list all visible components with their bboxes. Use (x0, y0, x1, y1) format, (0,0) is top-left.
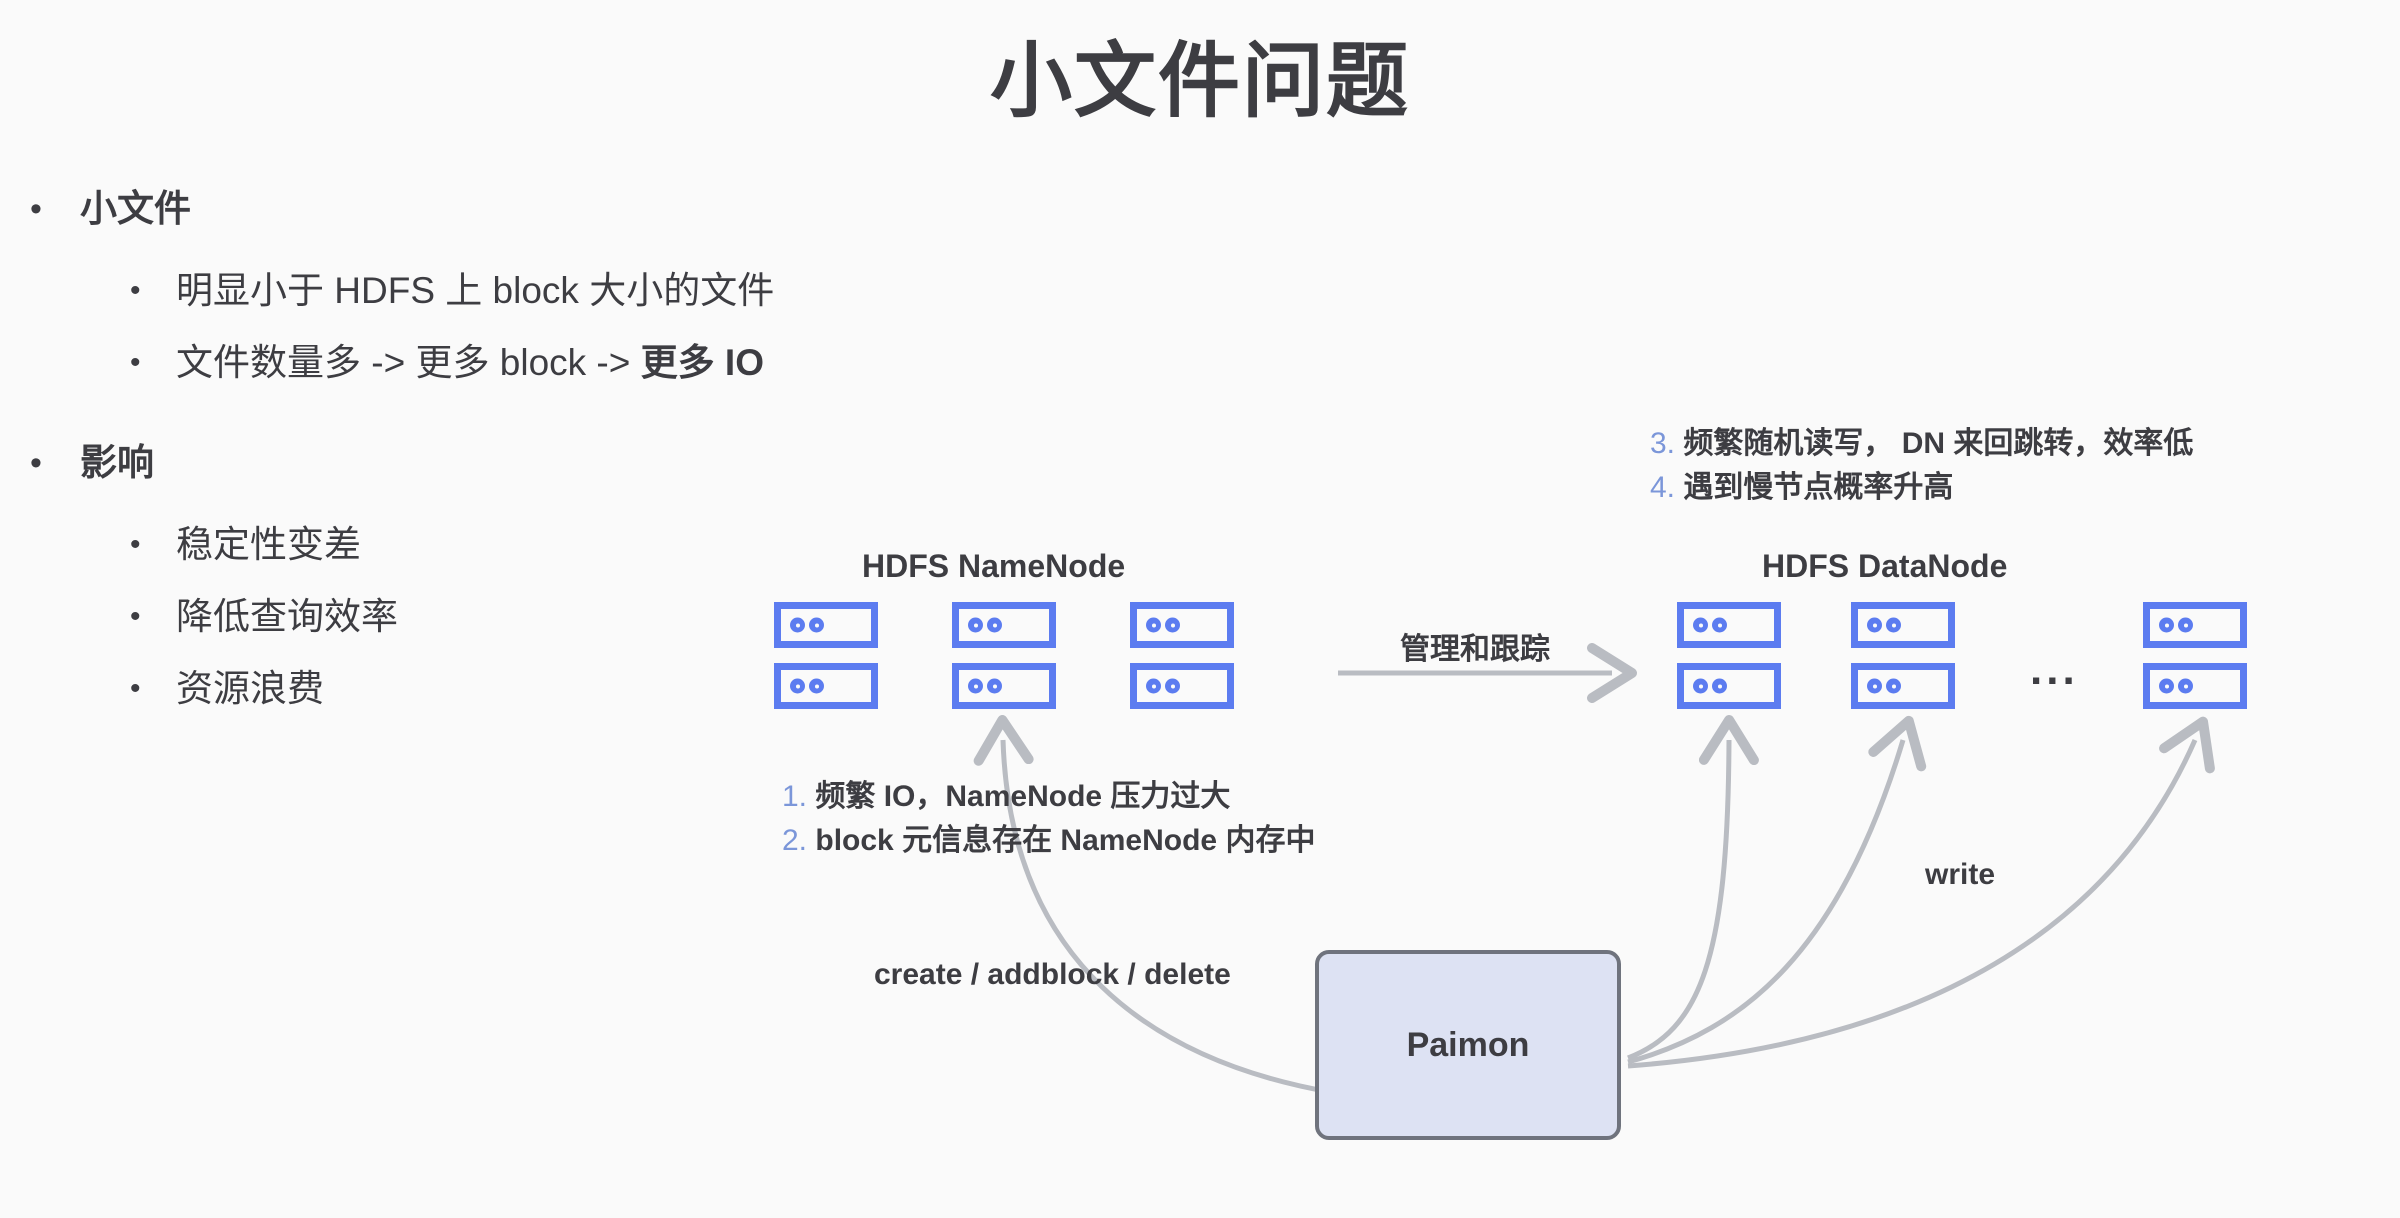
server-led-icon (987, 617, 1002, 633)
write-label: write (1925, 858, 1996, 891)
namenode-server-icon (774, 663, 878, 709)
server-led-icon (1712, 617, 1727, 633)
note-item: 2. block 元信息存在 NameNode 内存中 (782, 819, 1315, 863)
server-led-icon (1693, 678, 1708, 694)
bullet-marker-icon: • (30, 444, 42, 482)
server-led-icon (2159, 617, 2174, 633)
note-item: 1. 频繁 IO，NameNode 压力过大 (782, 775, 1315, 819)
datanode-notes: 3. 频繁随机读写， DN 来回跳转，效率低 4. 遇到慢节点概率升高 (1650, 422, 2193, 510)
bullet-marker-icon: • (130, 346, 141, 379)
namenode-server-icon (774, 602, 878, 648)
server-led-icon (1693, 617, 1708, 633)
namenode-server-icon (952, 602, 1056, 648)
page-title: 小文件问题 (989, 36, 1410, 127)
namenode-server-icon (1130, 663, 1234, 709)
datanode-server-icon (1677, 663, 1781, 709)
namenode-title: HDFS NameNode (862, 548, 1126, 584)
server-led-icon (1165, 617, 1180, 633)
namenode-server-icon (952, 663, 1056, 709)
datanode-server-icon (1851, 663, 1955, 709)
note-item: 3. 频繁随机读写， DN 来回跳转，效率低 (1650, 422, 2193, 466)
namenode-notes: 1. 频繁 IO，NameNode 压力过大 2. block 元信息存在 Na… (782, 775, 1315, 863)
server-led-icon (968, 678, 983, 694)
note-text: 频繁 IO，NameNode 压力过大 (815, 780, 1231, 813)
note-number: 2. (782, 824, 808, 857)
bullet-marker-icon: • (130, 274, 141, 307)
namenode-server-icon (1130, 602, 1234, 648)
server-led-icon (1712, 678, 1727, 694)
note-text: block 元信息存在 NameNode 内存中 (815, 824, 1316, 857)
datanode-title: HDFS DataNode (1762, 548, 2008, 584)
datanode-server-icon (2143, 663, 2247, 709)
bullet-item-level1: • 小文件 (0, 186, 1000, 232)
create-addblock-delete-label: create / addblock / delete (874, 958, 1231, 991)
bullet-text: 影响 (80, 442, 154, 483)
note-number: 1. (782, 780, 808, 813)
server-led-icon (1146, 617, 1161, 633)
note-number: 3. (1650, 427, 1676, 460)
server-led-icon (1165, 678, 1180, 694)
server-led-icon (2178, 617, 2193, 633)
bullet-text-bold: 更多 IO (640, 342, 764, 383)
arrow-paimon-to-datanode-1 (1627, 715, 1759, 1061)
bullet-text: 稳定性变差 (176, 524, 361, 565)
bullet-text: 资源浪费 (176, 668, 324, 709)
datanode-server-icon (1677, 602, 1781, 648)
server-led-icon (2159, 678, 2174, 694)
bullet-text: 明显小于 HDFS 上 block 大小的文件 (176, 270, 775, 311)
bullet-marker-icon: • (130, 600, 141, 633)
server-led-icon (809, 678, 824, 694)
arrow-paimon-to-datanode-3 (1627, 716, 2215, 1069)
bullet-item-level1: • 影响 (0, 440, 1000, 486)
bullet-text: 降低查询效率 (176, 596, 398, 637)
bullet-item-level2: • 降低查询效率 (0, 592, 1000, 642)
server-led-icon (790, 617, 805, 633)
server-led-icon (1886, 617, 1901, 633)
paimon-label: Paimon (1406, 1025, 1530, 1064)
note-text: 遇到慢节点概率升高 (1683, 471, 1954, 504)
note-text: 频繁随机读写， DN 来回跳转，效率低 (1683, 427, 2194, 460)
bullet-item-level2: • 文件数量多 -> 更多 block -> 更多 IO (0, 338, 1000, 388)
server-led-icon (1886, 678, 1901, 694)
datanode-ellipsis: ... (2030, 645, 2079, 694)
server-led-icon (2178, 678, 2193, 694)
paimon-box[interactable]: Paimon (1315, 950, 1621, 1140)
bullet-item-level2: • 稳定性变差 (0, 520, 1000, 570)
bullet-marker-icon: • (130, 528, 141, 561)
server-led-icon (790, 678, 805, 694)
note-number: 4. (1650, 471, 1676, 504)
server-led-icon (809, 617, 824, 633)
arrow-paimon-to-datanode-2 (1627, 715, 1927, 1065)
note-item: 4. 遇到慢节点概率升高 (1650, 466, 2193, 510)
server-led-icon (1867, 617, 1882, 633)
server-led-icon (987, 678, 1002, 694)
bullet-text: 文件数量多 -> 更多 block -> 更多 IO (176, 338, 764, 388)
bullet-item-level2: • 资源浪费 (0, 664, 1000, 714)
server-led-icon (968, 617, 983, 633)
manage-track-label: 管理和跟踪 (1400, 633, 1550, 666)
bullet-marker-icon: • (30, 190, 42, 228)
datanode-server-icon (2143, 602, 2247, 648)
datanode-server-icon (1851, 602, 1955, 648)
bullet-item-level2: • 明显小于 HDFS 上 block 大小的文件 (0, 266, 1000, 316)
bullet-text-plain: 文件数量多 -> 更多 block -> (176, 342, 641, 383)
bullet-marker-icon: • (130, 672, 141, 705)
server-led-icon (1146, 678, 1161, 694)
bullet-text: 小文件 (80, 188, 191, 229)
bullet-list: • 小文件 • 明显小于 HDFS 上 block 大小的文件 • 文件数量多 … (0, 186, 1000, 736)
server-led-icon (1867, 678, 1882, 694)
